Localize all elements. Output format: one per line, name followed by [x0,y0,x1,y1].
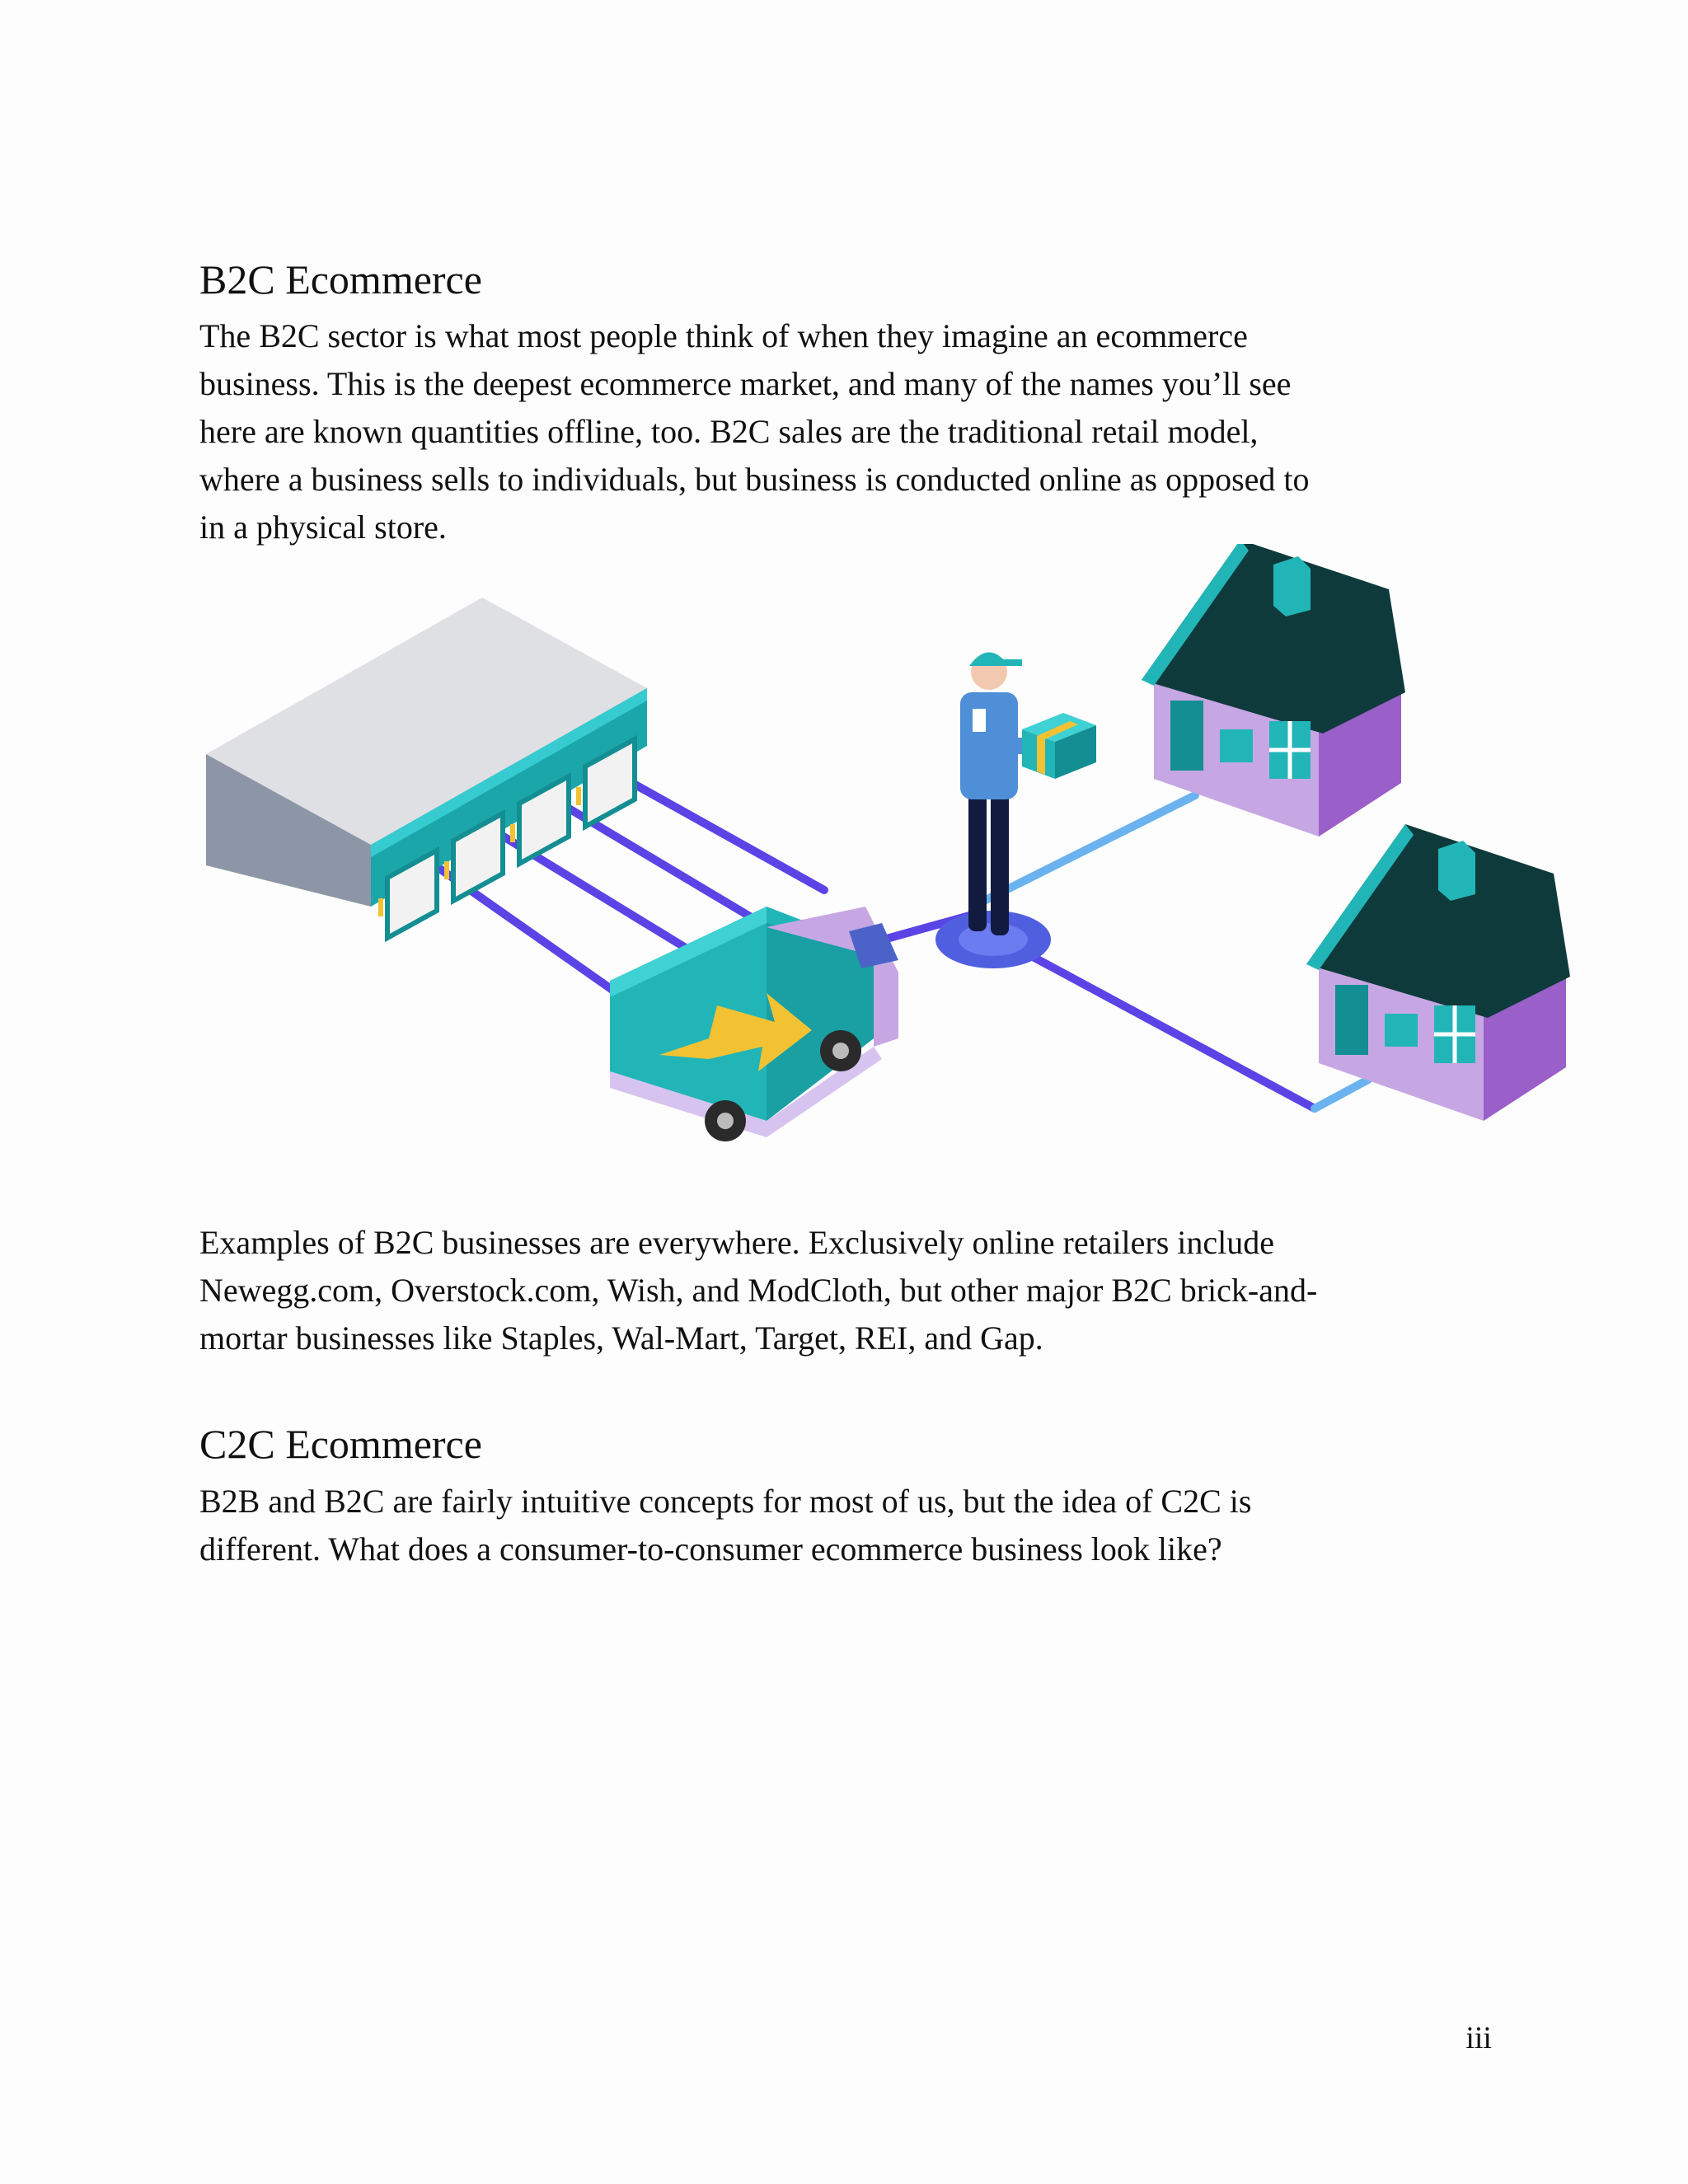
page-number: iii [1465,2021,1492,2055]
text-line: mortar businesses like Staples, Wal-Mart… [199,1319,1043,1357]
paragraph-c2c-intro: B2B and B2C are fairly intuitive concept… [199,1478,1485,1573]
paragraph-b2c-examples: Examples of B2C businesses are everywher… [199,1219,1485,1362]
delivery-truck-icon [610,907,898,1141]
text-line: where a business sells to individuals, b… [199,461,1310,498]
b2c-delivery-illustration [206,544,1570,1141]
section-heading-b2c: B2C Ecommerce [199,256,482,302]
text-line: B2B and B2C are fairly intuitive concept… [199,1483,1252,1520]
courier-person-icon [935,652,1051,968]
text-line: here are known quantities offline, too. … [199,413,1259,450]
house-icon [1306,824,1570,1121]
text-line: in a physical store. [199,509,447,546]
text-line: different. What does a consumer-to-consu… [199,1530,1222,1568]
section-heading-c2c: C2C Ecommerce [199,1421,482,1467]
paragraph-b2c-intro: The B2C sector is what most people think… [199,312,1485,551]
text-line: Examples of B2C businesses are everywher… [199,1224,1275,1261]
text-line: The B2C sector is what most people think… [199,317,1248,354]
text-line: business. This is the deepest ecommerce … [199,365,1292,402]
house-icon [1142,544,1405,837]
package-icon [1022,713,1096,779]
warehouse-icon [206,598,647,943]
text-line: Newegg.com, Overstock.com, Wish, and Mod… [199,1272,1318,1309]
